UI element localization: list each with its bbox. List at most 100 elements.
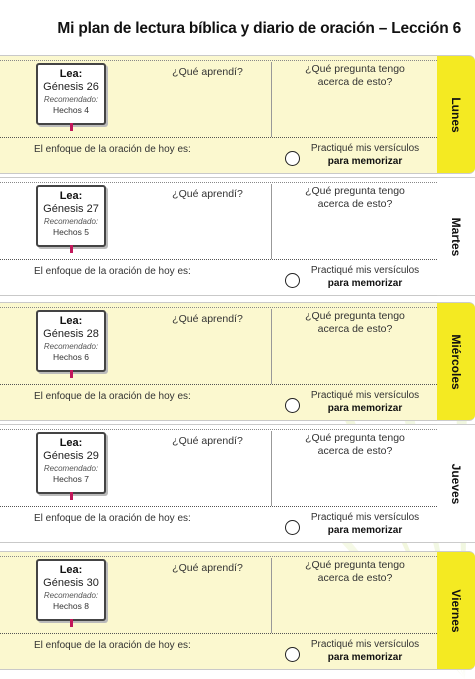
recommended-reference: Hechos 7 xyxy=(53,474,89,484)
learned-field[interactable]: ¿Qué aprendí? xyxy=(172,66,243,78)
tab-label: Miércoles xyxy=(449,333,463,390)
column-divider xyxy=(271,309,272,384)
day-panel: Lea: Génesis 28 Recomendado: Hechos 6 ¿Q… xyxy=(0,302,437,421)
book-icon: Lea: Génesis 30 Recomendado: Hechos 8 xyxy=(36,559,106,627)
row-divider xyxy=(0,384,437,385)
practice-line1: Practiqué mis versículos xyxy=(310,265,420,276)
practice-line1: Practiqué mis versículos xyxy=(310,390,420,401)
book-icon: Lea: Génesis 29 Recomendado: Hechos 7 xyxy=(36,432,106,500)
tab-label: Jueves xyxy=(449,463,463,504)
memorize-checkbox[interactable] xyxy=(285,151,300,166)
reading-reference: Génesis 26 xyxy=(43,81,99,93)
top-dotted-line xyxy=(0,556,437,557)
read-label: Lea: xyxy=(59,190,83,202)
read-label: Lea: xyxy=(59,68,83,80)
book-icon: Lea: Génesis 28 Recomendado: Hechos 6 xyxy=(36,310,106,378)
practice-line2: para memorizar xyxy=(327,278,403,289)
bookmark-ribbon-icon xyxy=(70,619,73,627)
recommended-label: Recomendado: xyxy=(43,464,99,473)
book-icon: Lea: Génesis 27 Recomendado: Hechos 5 xyxy=(36,185,106,253)
memorize-label: Practiqué mis versículos para memorizar xyxy=(305,511,425,537)
recommended-reference: Hechos 6 xyxy=(53,352,89,362)
question-line2: acerca de esto? xyxy=(317,323,393,335)
day-panel: Lea: Génesis 29 Recomendado: Hechos 7 ¿Q… xyxy=(0,424,437,543)
column-divider xyxy=(271,431,272,506)
prayer-focus-field[interactable]: El enfoque de la oración de hoy es: xyxy=(34,144,191,155)
bookmark-ribbon-icon xyxy=(70,245,73,253)
question-line2: acerca de esto? xyxy=(317,198,393,210)
day-panel: Lea: Génesis 30 Recomendado: Hechos 8 ¿Q… xyxy=(0,551,437,670)
top-dotted-line xyxy=(0,429,437,430)
top-dotted-line xyxy=(0,182,437,183)
practice-line1: Practiqué mis versículos xyxy=(310,512,420,523)
recommended-reference: Hechos 5 xyxy=(53,227,89,237)
read-label: Lea: xyxy=(59,564,83,576)
reading-reference: Génesis 27 xyxy=(43,203,99,215)
row-divider xyxy=(0,633,437,634)
tab-label: Lunes xyxy=(449,96,463,133)
prayer-focus-field[interactable]: El enfoque de la oración de hoy es: xyxy=(34,391,191,402)
tab-miercoles[interactable]: Miércoles xyxy=(437,302,475,421)
column-divider xyxy=(271,184,272,259)
question-line2: acerca de esto? xyxy=(317,572,393,584)
question-line2: acerca de esto? xyxy=(317,445,393,457)
row-divider xyxy=(0,259,437,260)
column-divider xyxy=(271,62,272,137)
learned-field[interactable]: ¿Qué aprendí? xyxy=(172,313,243,325)
recommended-label: Recomendado: xyxy=(43,591,99,600)
practice-line2: para memorizar xyxy=(327,403,403,414)
day-panel: Lea: Génesis 27 Recomendado: Hechos 5 ¿Q… xyxy=(0,177,437,296)
page-title: Mi plan de lectura bíblica y diario de o… xyxy=(57,20,461,37)
column-divider xyxy=(271,558,272,633)
recommended-label: Recomendado: xyxy=(43,95,99,104)
prayer-focus-field[interactable]: El enfoque de la oración de hoy es: xyxy=(34,266,191,277)
memorize-checkbox[interactable] xyxy=(285,398,300,413)
day-panel: Lea: Génesis 26 Recomendado: Hechos 4 ¿Q… xyxy=(0,55,437,174)
book-icon: Lea: Génesis 26 Recomendado: Hechos 4 xyxy=(36,63,106,131)
question-field[interactable]: ¿Qué pregunta tengo acerca de esto? xyxy=(285,63,425,89)
learned-field[interactable]: ¿Qué aprendí? xyxy=(172,435,243,447)
reading-reference: Génesis 28 xyxy=(43,328,99,340)
question-field[interactable]: ¿Qué pregunta tengo acerca de esto? xyxy=(285,185,425,211)
bookmark-ribbon-icon xyxy=(70,370,73,378)
recommended-reference: Hechos 4 xyxy=(53,105,89,115)
question-line1: ¿Qué pregunta tengo xyxy=(305,185,405,197)
memorize-checkbox[interactable] xyxy=(285,273,300,288)
question-line1: ¿Qué pregunta tengo xyxy=(305,559,405,571)
memorize-label: Practiqué mis versículos para memorizar xyxy=(305,264,425,290)
tab-jueves[interactable]: Jueves xyxy=(437,424,475,543)
row-divider xyxy=(0,506,437,507)
question-field[interactable]: ¿Qué pregunta tengo acerca de esto? xyxy=(285,310,425,336)
read-label: Lea: xyxy=(59,437,83,449)
prayer-focus-field[interactable]: El enfoque de la oración de hoy es: xyxy=(34,513,191,524)
learned-field[interactable]: ¿Qué aprendí? xyxy=(172,562,243,574)
reading-reference: Génesis 30 xyxy=(43,577,99,589)
tab-lunes[interactable]: Lunes xyxy=(437,55,475,174)
practice-line2: para memorizar xyxy=(327,156,403,167)
memorize-checkbox[interactable] xyxy=(285,520,300,535)
memorize-label: Practiqué mis versículos para memorizar xyxy=(305,142,425,168)
tab-label: Martes xyxy=(449,217,463,256)
question-line1: ¿Qué pregunta tengo xyxy=(305,310,405,322)
bookmark-ribbon-icon xyxy=(70,492,73,500)
tab-martes[interactable]: Martes xyxy=(437,177,475,296)
recommended-label: Recomendado: xyxy=(43,342,99,351)
question-line1: ¿Qué pregunta tengo xyxy=(305,63,405,75)
read-label: Lea: xyxy=(59,315,83,327)
reading-reference: Génesis 29 xyxy=(43,450,99,462)
prayer-focus-field[interactable]: El enfoque de la oración de hoy es: xyxy=(34,640,191,651)
practice-line1: Practiqué mis versículos xyxy=(310,143,420,154)
practice-line2: para memorizar xyxy=(327,652,403,663)
top-dotted-line xyxy=(0,60,437,61)
tab-label: Viernes xyxy=(449,588,463,633)
memorize-checkbox[interactable] xyxy=(285,647,300,662)
tab-viernes[interactable]: Viernes xyxy=(437,551,475,670)
question-field[interactable]: ¿Qué pregunta tengo acerca de esto? xyxy=(285,432,425,458)
question-field[interactable]: ¿Qué pregunta tengo acerca de esto? xyxy=(285,559,425,585)
recommended-reference: Hechos 8 xyxy=(53,601,89,611)
question-line1: ¿Qué pregunta tengo xyxy=(305,432,405,444)
question-line2: acerca de esto? xyxy=(317,76,393,88)
memorize-label: Practiqué mis versículos para memorizar xyxy=(305,389,425,415)
practice-line1: Practiqué mis versículos xyxy=(310,639,420,650)
learned-field[interactable]: ¿Qué aprendí? xyxy=(172,188,243,200)
